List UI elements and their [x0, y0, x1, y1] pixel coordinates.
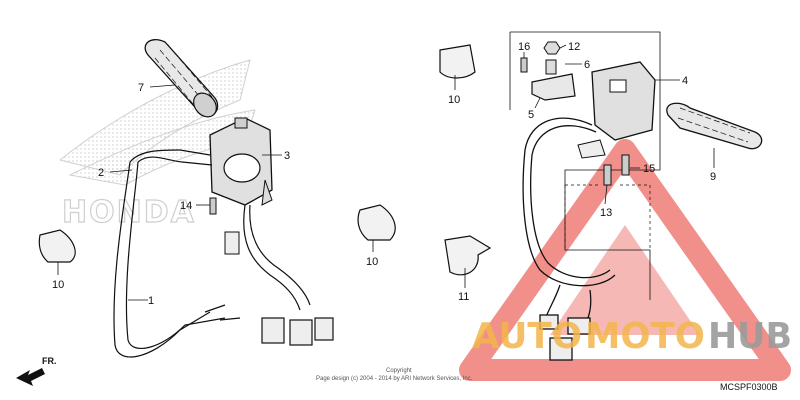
watermark-triangle-icon [459, 139, 791, 381]
switch-harness [522, 117, 616, 361]
front-direction-label: FR. [42, 356, 57, 366]
callout-5: 5 [528, 109, 534, 121]
callout-2: 2 [98, 167, 104, 179]
cable-clamp-left [38, 229, 76, 263]
callout-4: 4 [682, 75, 688, 87]
screw-13-icon [603, 164, 612, 186]
diagram-code: MCSPF0300B [720, 382, 778, 392]
callout-10-middle: 10 [366, 256, 378, 268]
watermark-text: AUTO MOTO HUB [472, 316, 792, 357]
watermark-hub: HUB [708, 316, 792, 357]
callout-15: 15 [643, 163, 655, 175]
copyright-line-2: Page design (c) 2004 - 2014 by ARI Netwo… [316, 376, 473, 382]
throttle-housing [209, 117, 273, 206]
callout-16: 16 [518, 41, 530, 53]
callout-13: 13 [600, 207, 612, 219]
front-direction-arrow-icon: FR. [16, 356, 57, 386]
callout-6: 6 [584, 59, 590, 71]
cable-clamp-top [439, 44, 476, 79]
cable-clamp-middle [357, 204, 396, 241]
callout-11: 11 [458, 291, 469, 303]
screw-15-icon [621, 154, 630, 176]
handle-grip-right [666, 102, 763, 150]
assembly-outline-box [510, 31, 661, 300]
callout-10-top: 10 [448, 94, 460, 106]
screw-16-icon [520, 57, 528, 73]
callout-12: 12 [568, 41, 580, 53]
cable-clamp-eleven [444, 235, 492, 276]
throttle-grip [144, 39, 219, 118]
callout-10-left: 10 [52, 279, 64, 291]
throttle-cables [113, 149, 241, 358]
switch-bracket [531, 59, 576, 101]
honda-brand-text: HONDA [62, 195, 196, 230]
nut-12-icon [543, 41, 561, 55]
callout-7: 7 [138, 82, 144, 94]
callout-1: 1 [148, 295, 154, 307]
leader-lines [57, 44, 715, 301]
switch-assembly [577, 61, 656, 159]
screw-14-icon [209, 197, 217, 215]
watermark-auto: AUTO [472, 316, 582, 357]
callout-9: 9 [710, 171, 716, 183]
copyright-line-1: Copyright [386, 368, 412, 374]
callout-14: 14 [180, 200, 192, 212]
watermark-moto: MOTO [585, 316, 705, 357]
connector-small [224, 231, 240, 255]
throttle-harness [243, 204, 334, 346]
callout-3: 3 [284, 150, 290, 162]
